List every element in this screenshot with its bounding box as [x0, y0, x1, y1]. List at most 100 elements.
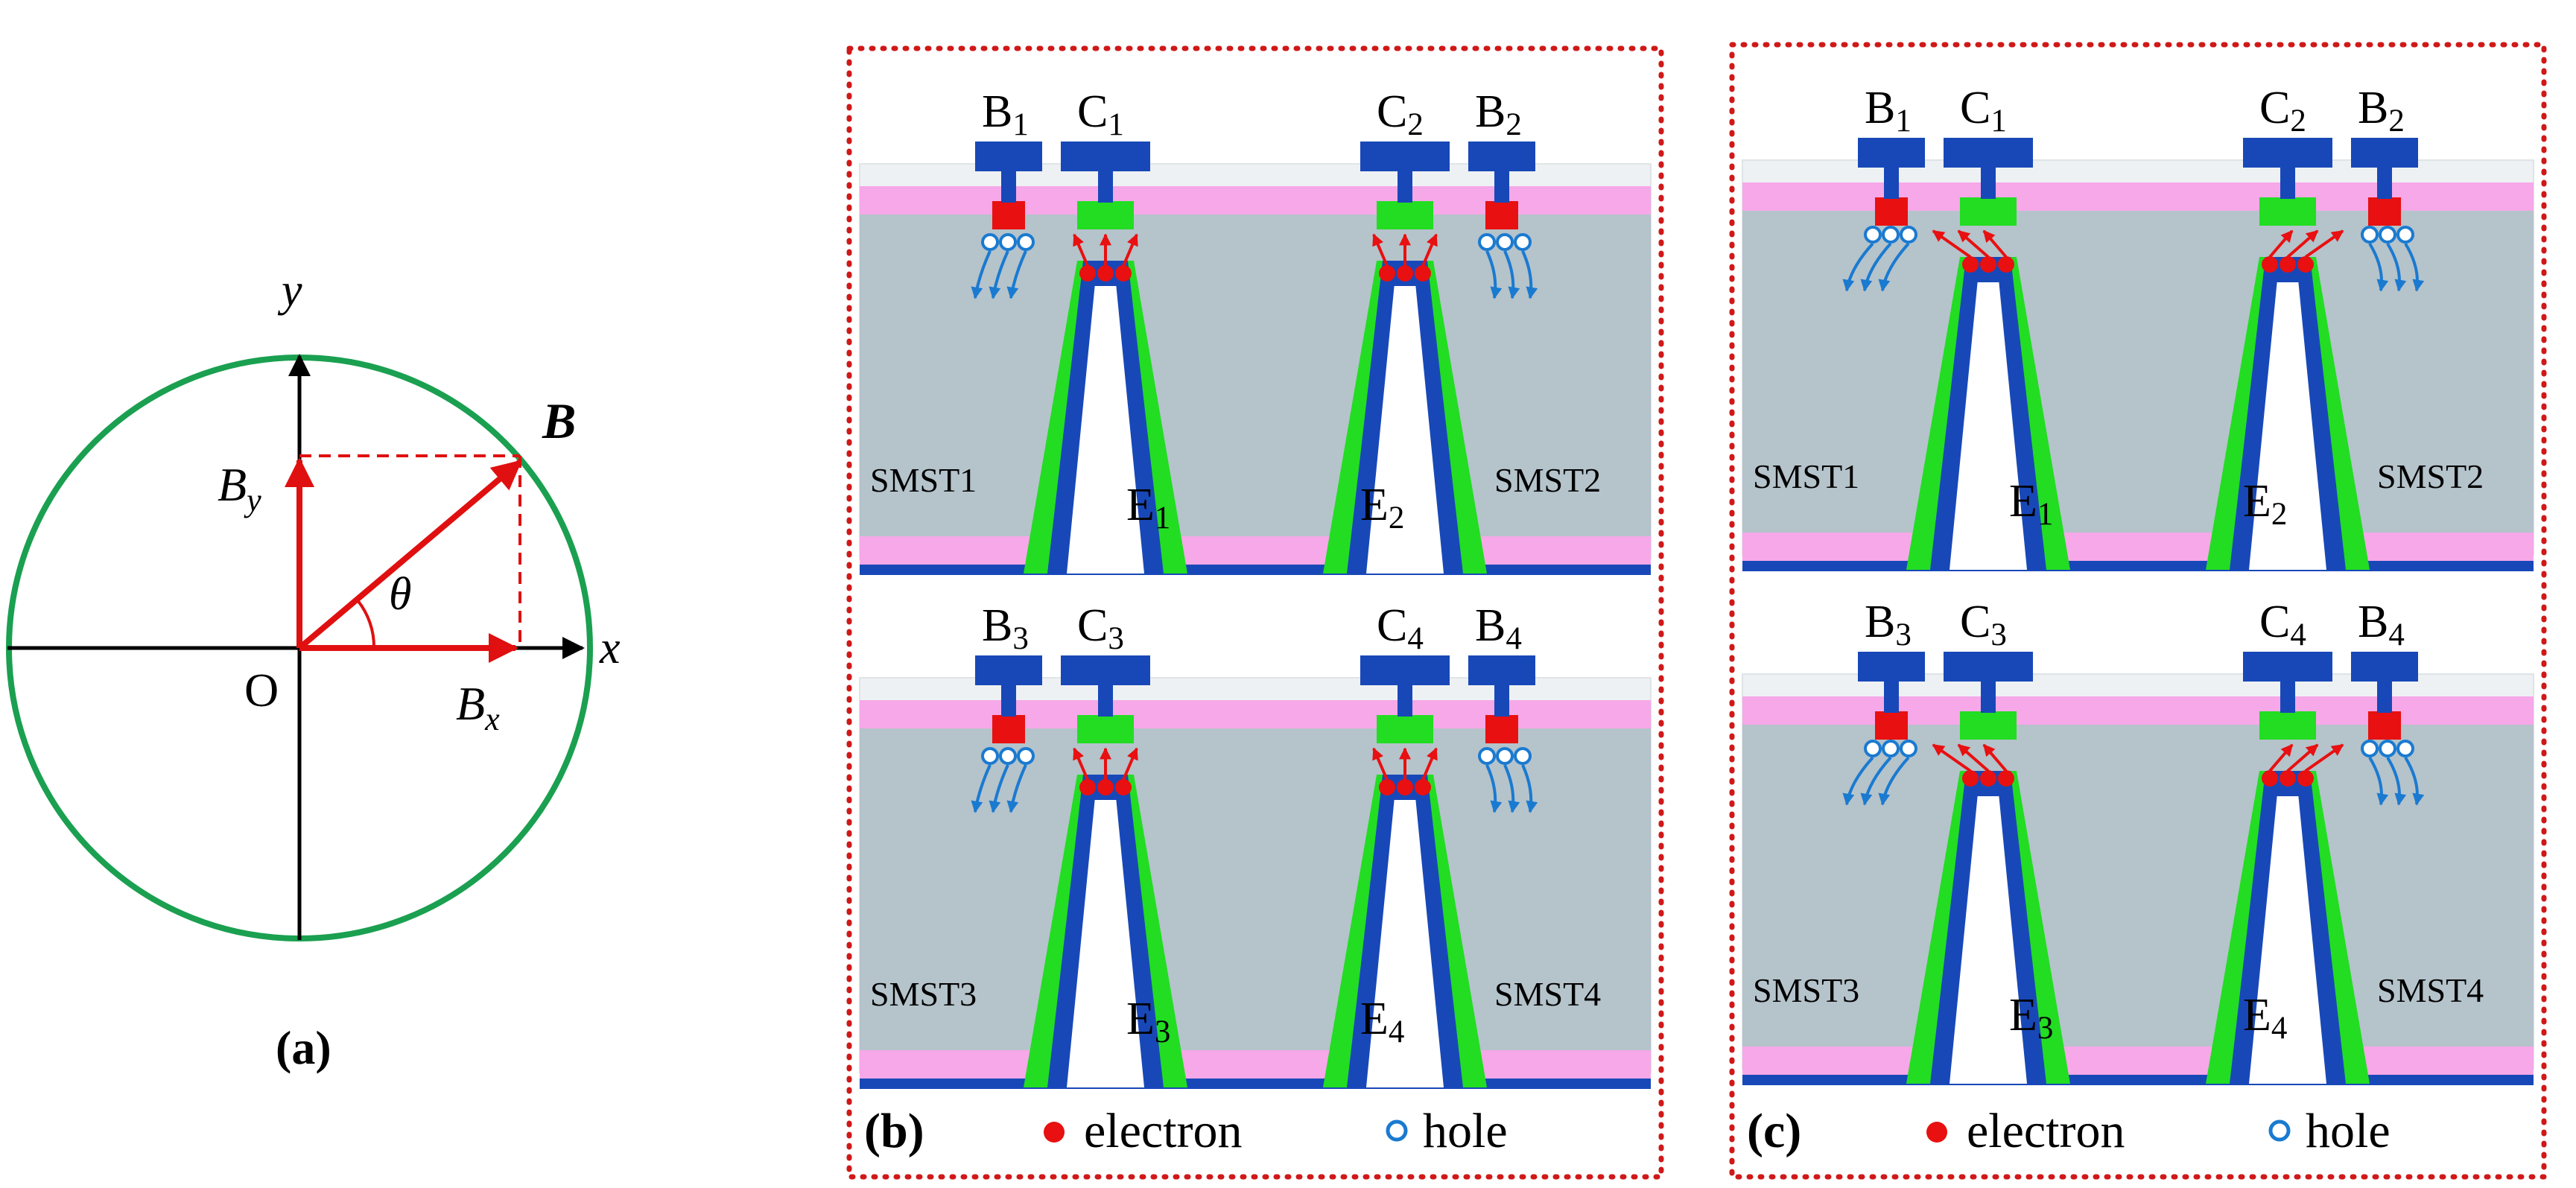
electron-arrow — [2304, 743, 2344, 772]
base-region — [1485, 715, 1518, 743]
collector-label: C3 — [1077, 600, 1124, 656]
collector-label: C4 — [2259, 597, 2306, 652]
base-region — [1485, 201, 1518, 229]
electron-arrow — [1122, 233, 1138, 267]
base-contact-stem — [1001, 684, 1016, 717]
emitter-label: E2 — [1360, 480, 1404, 536]
electron-dot — [1079, 265, 1096, 282]
hole-arrow — [2386, 756, 2407, 806]
collector-label: C3 — [1960, 597, 2007, 652]
bx-label: Bx — [456, 677, 500, 737]
electron-dot — [1415, 265, 1431, 282]
collector-region — [1377, 715, 1433, 743]
electron-dot — [1097, 779, 1114, 795]
electron-dot — [2262, 770, 2278, 787]
base-contact-stem — [2377, 166, 2392, 199]
electron-arrow — [1421, 747, 1438, 781]
collector-label: C1 — [1960, 83, 2007, 139]
bottom-metal — [1742, 1075, 2534, 1085]
base-label: B1 — [1865, 83, 1912, 139]
hole-dot — [1900, 740, 1917, 757]
electron-arrow — [1932, 743, 1972, 772]
base-contact-stem — [1884, 680, 1899, 713]
collector-label: C2 — [1377, 86, 1424, 142]
axis-x-label: x — [599, 623, 621, 673]
hole-dot — [2396, 740, 2414, 757]
theta-label: θ — [389, 569, 411, 620]
by-label: By — [218, 458, 261, 518]
collector-label: C1 — [1077, 86, 1124, 142]
electron-arrow — [1957, 743, 1990, 772]
top-oxide — [1742, 182, 2534, 211]
collector-contact-top — [1360, 655, 1450, 685]
hole-dot — [1864, 740, 1882, 757]
bottom-metal — [1742, 561, 2534, 571]
bottom-oxide — [1742, 533, 2534, 561]
legend-electron-dot — [1044, 1122, 1065, 1143]
emitter-trench — [2249, 793, 2326, 1084]
hole-arrow — [2386, 242, 2407, 292]
base-contact-top — [2351, 138, 2418, 168]
legend-electron-label: electron — [1084, 1104, 1243, 1158]
electron-arrow — [2268, 743, 2294, 772]
base-label: B2 — [2358, 83, 2405, 139]
collector-contact-stem — [2280, 680, 2295, 713]
base-label: B1 — [982, 86, 1029, 142]
collector-region — [1077, 715, 1134, 743]
sensor-label-right: SMST4 — [2377, 971, 2484, 1009]
collector-contact-top — [2243, 652, 2332, 682]
electron-dot — [1980, 770, 1996, 787]
collector-contact-stem — [1398, 170, 1412, 203]
hole-dot — [981, 747, 999, 765]
panel-a-label: (a) — [276, 1021, 331, 1074]
electron-dot — [1379, 779, 1395, 795]
hole-dot — [999, 233, 1017, 251]
legend-hole-dot — [2268, 1119, 2291, 1142]
hole-dot — [2379, 226, 2396, 244]
collector-contact-stem — [1981, 680, 1996, 713]
collector-contact-stem — [1398, 684, 1412, 717]
collector-contact-top — [1944, 138, 2033, 168]
collector-label: C4 — [1377, 600, 1424, 656]
electron-dot — [1998, 256, 2014, 273]
hole-arrow — [1521, 250, 1538, 299]
sensor-label-right: SMST4 — [1494, 975, 1601, 1013]
bottom-metal — [860, 1079, 1651, 1089]
base-label: B3 — [982, 600, 1029, 656]
electron-dot — [2297, 256, 2314, 273]
hole-dot — [1496, 233, 1514, 251]
collector-label: C2 — [2259, 83, 2306, 139]
collector-contact-top — [1944, 652, 2033, 682]
hole-dot — [1514, 747, 1532, 765]
electron-dot — [1415, 779, 1431, 795]
hole-arrow — [1006, 764, 1027, 813]
angle-arc — [356, 599, 376, 649]
legend-hole-label: hole — [2306, 1104, 2391, 1158]
emitter-label: E4 — [1360, 994, 1404, 1049]
hole-arrow — [1006, 250, 1027, 299]
electron-arrow — [2286, 229, 2319, 258]
emitter-label: E3 — [1126, 994, 1170, 1049]
electron-dot — [1397, 779, 1413, 795]
bottom-metal — [860, 565, 1651, 575]
electron-dot — [1097, 265, 1114, 282]
hole-arrow — [1860, 756, 1892, 806]
base-label: B4 — [2358, 597, 2405, 652]
electron-dot — [1115, 265, 1132, 282]
collector-contact-top — [1360, 142, 1450, 171]
electron-arrow — [1073, 747, 1089, 781]
base-contact-stem — [1494, 684, 1509, 717]
base-label: B2 — [1475, 86, 1522, 142]
base-label: B3 — [1865, 597, 1912, 652]
base-contact-top — [1858, 138, 1925, 168]
emitter-trench — [2249, 279, 2326, 570]
hole-arrow — [1485, 250, 1503, 299]
hole-arrow — [1485, 764, 1503, 813]
hole-arrow — [1842, 756, 1874, 806]
base-region — [2368, 711, 2401, 740]
hole-arrow — [989, 764, 1009, 813]
vector-b — [297, 459, 523, 651]
hole-dot — [2361, 226, 2379, 244]
